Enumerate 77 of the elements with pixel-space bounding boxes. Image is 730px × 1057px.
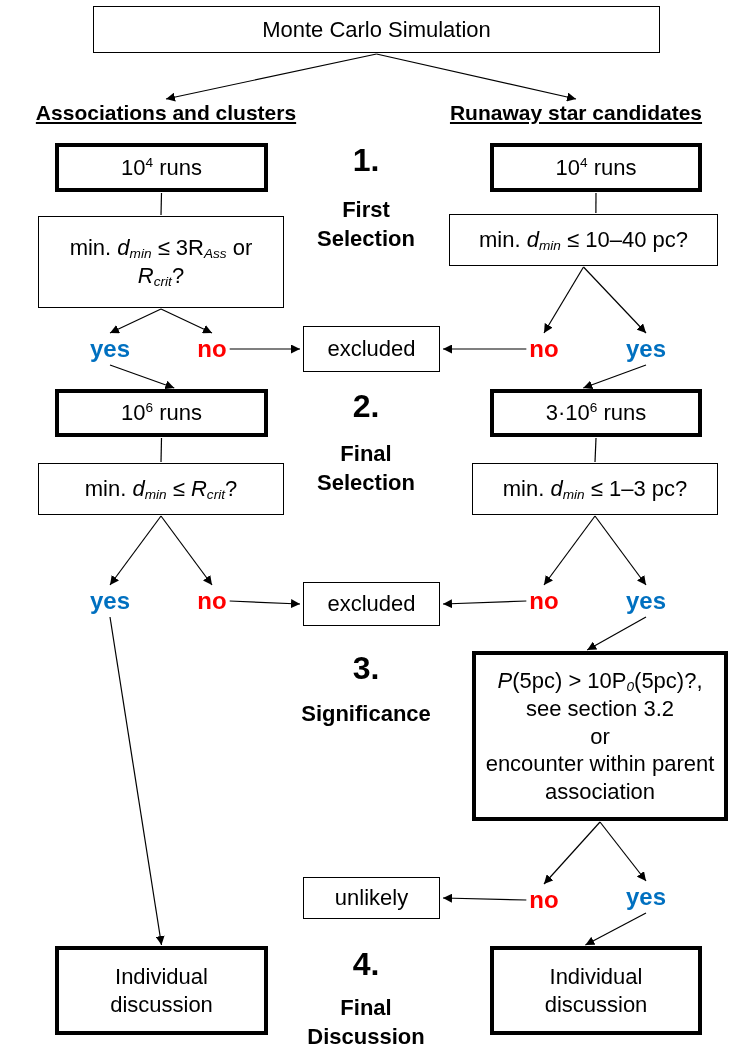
answer-label: no — [529, 586, 559, 616]
arrow — [375, 53, 577, 102]
arrow — [229, 344, 301, 354]
column-heading: Associations and clusters — [35, 100, 297, 127]
arrow — [442, 599, 527, 609]
answer-label: yes — [90, 586, 130, 616]
arrow — [109, 308, 162, 334]
connector-line — [595, 192, 597, 214]
arrow — [109, 515, 162, 586]
arrow — [594, 515, 647, 586]
box-text: 10$^{6}$ runs — [121, 399, 202, 427]
box-text: or — [590, 722, 610, 751]
step-title: Final Discussion — [306, 994, 426, 1051]
box-text: 10$^{4}$ runs — [555, 153, 637, 182]
process-box — [38, 216, 284, 308]
arrow — [229, 599, 301, 609]
arrow — [109, 364, 175, 390]
step-number: 3. — [352, 649, 380, 688]
answer-label: yes — [626, 882, 666, 912]
answer-label: yes — [90, 334, 130, 364]
column-heading: Runaway star candidates — [449, 100, 703, 127]
arrow — [160, 308, 213, 334]
box-text: min. d$_{min}$ ≤ 3R$_{Ass}$ or R$_{crit}$? — [68, 233, 254, 291]
process-box — [490, 389, 702, 437]
box-text: 10$^{4}$ runs — [121, 153, 202, 182]
box-text: unlikely — [334, 884, 409, 912]
box-text: excluded — [327, 335, 416, 363]
process-box — [490, 946, 702, 1035]
process-box — [449, 214, 718, 266]
arrow — [442, 893, 527, 903]
arrow — [582, 266, 647, 334]
answer-label: no — [197, 586, 227, 616]
box-text: min. d$_{min}$ ≤ 10–40 pc? — [479, 225, 688, 255]
process-box — [303, 877, 440, 919]
box-text: min. d$_{min}$ ≤ 1–3 pc? — [502, 474, 688, 504]
answer-label: no — [529, 334, 559, 364]
arrow — [543, 821, 601, 885]
step-title: Final Selection — [316, 440, 416, 497]
arrow — [543, 515, 596, 586]
connector-line — [594, 437, 597, 463]
process-box — [55, 143, 268, 192]
arrow — [109, 616, 165, 946]
step-number: 4. — [352, 945, 380, 984]
process-box — [38, 463, 284, 515]
process-box — [490, 143, 702, 192]
process-box — [55, 946, 268, 1035]
process-box — [303, 582, 440, 626]
process-box — [55, 389, 268, 437]
box-text: Monte Carlo Simulation — [262, 15, 491, 44]
process-box — [93, 6, 660, 53]
arrow — [160, 515, 213, 586]
box-text: Individual discussion — [543, 963, 649, 1018]
process-box — [303, 326, 440, 372]
arrow — [543, 266, 585, 334]
answer-label: no — [529, 885, 559, 915]
step-number: 2. — [352, 387, 380, 426]
box-text: encounter within parent association — [484, 750, 716, 806]
box-text: excluded — [327, 590, 416, 618]
step-number: 1. — [352, 141, 380, 180]
box-text: 3·10$^{6}$ runs — [545, 399, 647, 427]
arrow — [582, 364, 647, 390]
connector-line — [160, 192, 163, 216]
process-box — [472, 651, 728, 821]
arrow — [586, 616, 647, 651]
connector-line — [160, 437, 163, 463]
answer-label: no — [197, 334, 227, 364]
box-text: min. d$_{min}$ ≤ R$_{crit}$? — [84, 474, 238, 504]
box-text: Individual discussion — [109, 963, 214, 1018]
process-box — [472, 463, 718, 515]
step-title: Significance — [300, 700, 432, 728]
answer-label: yes — [626, 586, 666, 616]
arrow — [584, 912, 647, 946]
arrow — [165, 53, 378, 102]
step-title: First Selection — [316, 196, 416, 253]
arrow — [599, 821, 647, 882]
answer-label: yes — [626, 334, 666, 364]
arrow — [442, 344, 527, 354]
